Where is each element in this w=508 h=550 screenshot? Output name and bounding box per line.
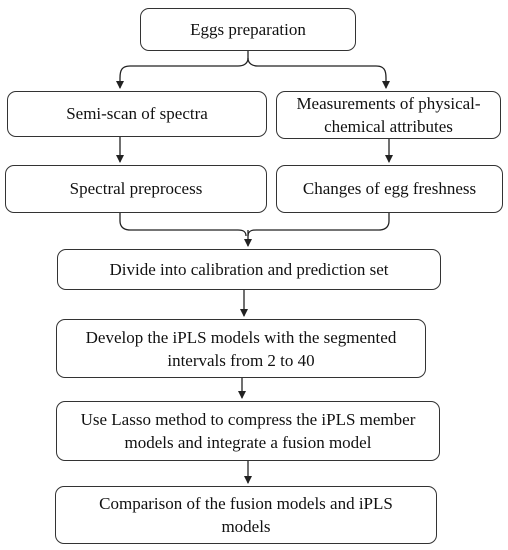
- semi-scan-box: Semi-scan of spectra: [7, 91, 267, 137]
- lasso-fusion-box: Use Lasso method to compress the iPLS me…: [56, 401, 440, 461]
- spectral-preprocess-box: Spectral preprocess: [5, 165, 267, 213]
- develop-ipls-label: Develop the iPLS models with the segment…: [85, 327, 397, 370]
- measurements-label: Measurements of physical-chemical attrib…: [296, 94, 481, 136]
- split-connector-right: [247, 57, 390, 89]
- divide-sets-box: Divide into calibration and prediction s…: [57, 249, 441, 290]
- develop-ipls-box: Develop the iPLS models with the segment…: [56, 319, 426, 378]
- egg-freshness-box: Changes of egg freshness: [276, 165, 503, 213]
- lasso-fusion-label: Use Lasso method to compress the iPLS me…: [80, 410, 416, 452]
- split-connector: [116, 51, 249, 89]
- merge-connector-right: [247, 213, 390, 237]
- egg-freshness-label: Changes of egg freshness: [302, 179, 477, 198]
- comparison-label: Comparison of the fusion models and iPLS…: [99, 494, 393, 536]
- merge-connector-left: [119, 213, 247, 237]
- eggs-preparation-box: Eggs preparation: [140, 8, 356, 51]
- comparison-box: Comparison of the fusion models and iPLS…: [55, 486, 437, 544]
- semi-scan-label: Semi-scan of spectra: [66, 104, 208, 123]
- eggs-preparation-label: Eggs preparation: [190, 19, 306, 39]
- divide-sets-label: Divide into calibration and prediction s…: [109, 259, 389, 279]
- spectral-preprocess-label: Spectral preprocess: [69, 179, 203, 198]
- measurements-box: Measurements of physical-chemical attrib…: [276, 91, 501, 139]
